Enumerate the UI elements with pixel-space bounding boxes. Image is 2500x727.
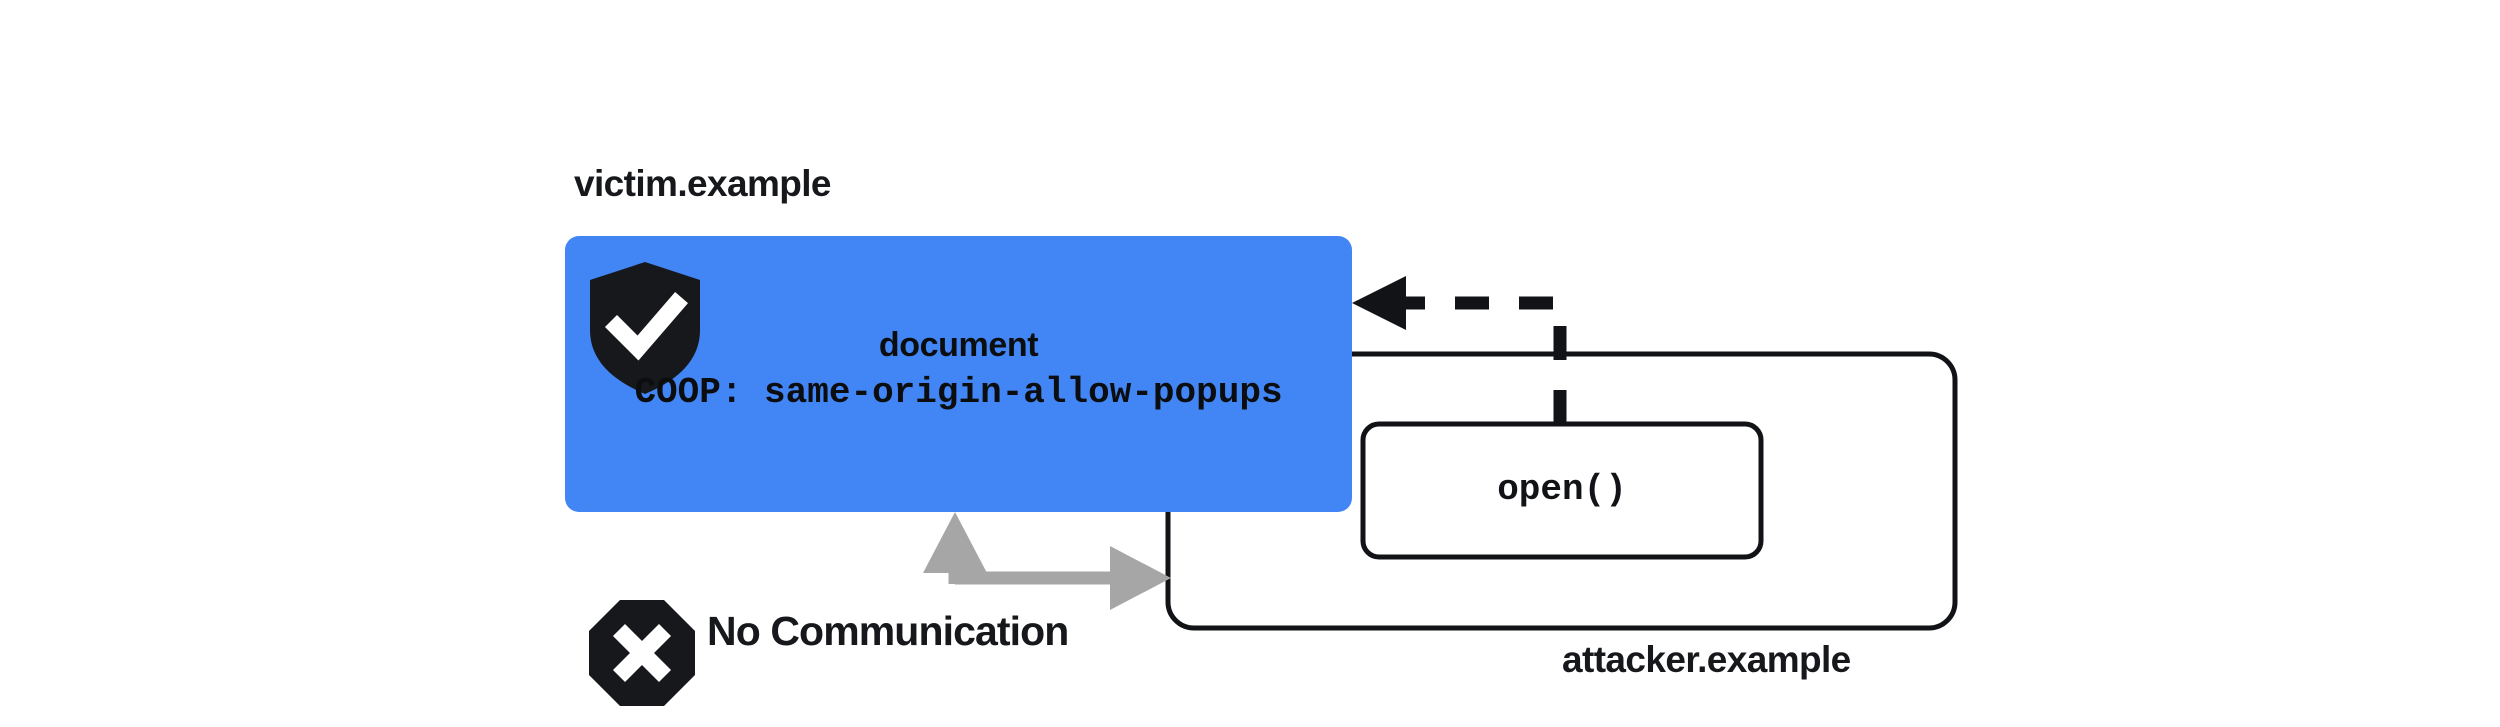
no-communication-arrow	[923, 512, 1171, 610]
octagon-x-icon	[589, 600, 695, 706]
attacker-origin-label: attacker.example	[1562, 639, 1851, 680]
open-call-label: open()	[1497, 469, 1627, 510]
open-call-box	[1360, 421, 1764, 560]
no-communication-arrow-head-up	[923, 512, 987, 573]
victim-origin-label: victim.example	[574, 163, 832, 204]
opener-arrow-head	[1352, 276, 1406, 330]
victim-document-label: document	[878, 326, 1039, 364]
victim-coop-header-label: COOP: same-origin-allow-popups	[634, 372, 1283, 413]
shield-check-icon	[590, 262, 700, 394]
opener-dashed-arrow	[1352, 276, 1567, 424]
victim-origin-box	[565, 236, 1352, 512]
no-communication-label: No Communication	[707, 608, 1069, 654]
no-communication-arrow-head-right	[1110, 546, 1171, 610]
opener-dashed-path	[1390, 296, 1567, 424]
